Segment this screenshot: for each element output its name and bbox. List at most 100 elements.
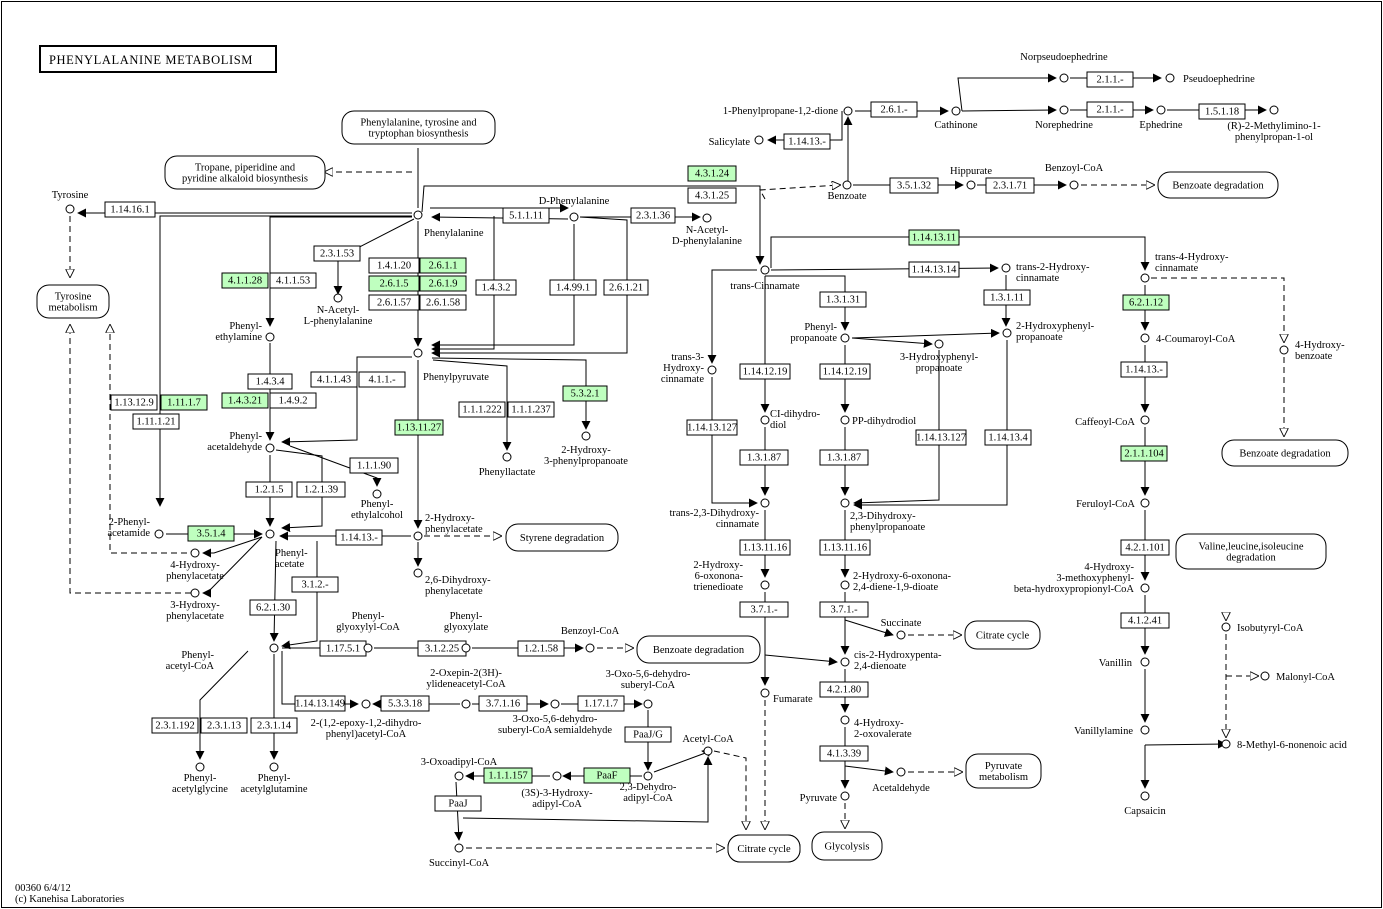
enzyme-box[interactable]: 1.2.1.39 xyxy=(296,481,346,498)
enzyme-box[interactable]: 1.14.13.127 xyxy=(686,419,738,436)
compound-node[interactable]: Malonyl-CoA xyxy=(1260,671,1335,683)
enzyme-box[interactable]: 4.2.1.80 xyxy=(819,681,869,698)
pathway-map-link[interactable]: Citrate cycle xyxy=(727,834,801,863)
compound-node[interactable]: 3-Hydroxyphenyl-propanoate xyxy=(900,339,979,374)
compound-node[interactable]: Succinate xyxy=(881,618,922,640)
enzyme-box[interactable]: 1.13.11.16 xyxy=(739,539,791,556)
compound-node[interactable]: Phenylpyruvate xyxy=(413,348,489,383)
enzyme-box[interactable]: 2.6.1.9 xyxy=(419,275,467,292)
enzyme-box[interactable]: 4.1.2.41 xyxy=(1120,612,1170,629)
enzyme-box[interactable]: 1.14.13.- xyxy=(1120,361,1168,378)
compound-node[interactable]: trans-2-Hydroxy-cinnamate xyxy=(1001,262,1090,284)
compound-node[interactable]: 4-Hydroxy-2-oxovalerate xyxy=(840,715,912,740)
compound-node[interactable]: (3S)-3-Hydroxy-adipyl-CoA xyxy=(521,771,593,810)
compound-node[interactable]: 4-Hydroxy-3-methoxyphenyl-beta-hydroxypr… xyxy=(1014,562,1150,595)
enzyme-box[interactable]: 1.14.13.4 xyxy=(984,429,1032,446)
compound-node[interactable]: 3-Oxoadipyl-CoA xyxy=(421,757,498,781)
enzyme-box[interactable]: 1.5.1.18 xyxy=(1198,103,1246,120)
enzyme-box[interactable]: 4.1.1.53 xyxy=(269,272,317,289)
enzyme-box[interactable]: 1.14.13.- xyxy=(783,133,831,150)
compound-node[interactable]: 4-Coumaroyl-CoA xyxy=(1140,333,1236,345)
enzyme-box[interactable]: 2.3.1.14 xyxy=(250,717,298,734)
compound-node[interactable]: Phenyl-acetyl-CoA xyxy=(166,643,279,672)
enzyme-box[interactable]: 1.13.11.27 xyxy=(394,419,444,436)
compound-node[interactable]: Caffeoyl-CoA xyxy=(1075,415,1150,428)
compound-node[interactable]: Phenyl-ethylalcohol xyxy=(351,489,403,521)
enzyme-box[interactable]: 1.3.1.87 xyxy=(819,449,869,466)
compound-nodes[interactable]: TyrosinePhenylalanineD-PhenylalanineN-Ac… xyxy=(52,52,1348,869)
compound-node[interactable]: Benzoate xyxy=(827,180,867,202)
enzyme-box[interactable]: 3.7.1.- xyxy=(819,601,869,618)
enzyme-box[interactable]: 3.5.1.32 xyxy=(889,177,939,194)
compound-node[interactable]: Hippurate xyxy=(950,166,992,190)
compound-node[interactable]: 2-Phenyl-acetamide xyxy=(107,517,164,539)
enzyme-box[interactable]: 1.11.1.7 xyxy=(160,394,208,411)
enzyme-box[interactable]: 2.1.1.104 xyxy=(1120,445,1168,462)
enzyme-box[interactable]: 1.13.11.16 xyxy=(819,539,871,556)
compound-node[interactable]: 2-Hydroxy-6-oxonona-2,4-diene-1,9-dioate xyxy=(840,571,951,593)
enzyme-box[interactable]: 1.1.1.237 xyxy=(507,401,555,418)
enzyme-box[interactable]: 2.3.1.71 xyxy=(985,177,1035,194)
enzyme-box[interactable]: 1.11.1.21 xyxy=(132,413,180,430)
compound-node[interactable]: Ephedrine xyxy=(1139,105,1183,131)
enzyme-box[interactable]: 1.4.1.20 xyxy=(368,257,420,274)
enzyme-box[interactable]: 1.1.1.222 xyxy=(458,401,506,418)
enzyme-box[interactable]: 3.5.1.4 xyxy=(187,525,235,542)
enzyme-box[interactable]: 1.13.12.9 xyxy=(110,394,158,411)
pathway-map-link[interactable]: Citrate cycle xyxy=(964,620,1041,650)
compound-node[interactable]: Acetaldehyde xyxy=(872,767,930,794)
enzyme-box[interactable]: 5.3.3.18 xyxy=(380,695,430,712)
enzyme-box[interactable]: 2.6.1.21 xyxy=(603,279,649,296)
compound-node[interactable]: Pyruvate xyxy=(800,791,850,804)
enzyme-box[interactable]: 1.4.3.21 xyxy=(221,392,269,409)
compound-node[interactable]: 2,6-Dihydroxy-phenylacetate xyxy=(413,568,491,597)
compound-node[interactable]: Succinyl-CoA xyxy=(429,843,489,869)
enzyme-box[interactable]: 4.1.1.28 xyxy=(221,272,269,289)
compound-node[interactable]: 3-Oxo-5,6-dehydro-suberyl-CoA semialdehy… xyxy=(498,699,612,736)
enzyme-box[interactable]: 4.1.1.- xyxy=(358,371,406,388)
enzyme-box[interactable]: 2.6.1.- xyxy=(870,101,918,118)
enzyme-box[interactable]: 1.3.1.11 xyxy=(983,289,1031,306)
enzyme-box[interactable]: 5.1.1.11 xyxy=(502,207,550,224)
compound-node[interactable]: Vanillylamine xyxy=(1074,725,1150,737)
compound-node[interactable]: 8-Methyl-6-nonenoic acid xyxy=(1221,739,1348,751)
compound-node[interactable]: Benzoyl-CoA xyxy=(561,626,620,653)
compound-node[interactable]: Cathinone xyxy=(934,106,978,131)
enzyme-box[interactable]: 1.14.12.19 xyxy=(739,363,791,380)
compound-node[interactable]: Phenyl-acetaldehyde xyxy=(207,431,275,453)
enzyme-box[interactable]: 1.14.12.19 xyxy=(819,363,871,380)
compound-node[interactable]: 3-Oxo-5,6-dehydro-suberyl-CoA xyxy=(606,669,691,709)
compound-node[interactable]: Benzoyl-CoA xyxy=(1045,163,1104,190)
enzyme-box[interactable]: 1.17.5.1 xyxy=(319,640,367,657)
compound-node[interactable]: Phenyl-glyoxylyl-CoA xyxy=(336,611,400,653)
compound-node[interactable]: Vanillin xyxy=(1099,657,1150,669)
enzyme-box[interactable]: 3.1.2.25 xyxy=(417,640,467,657)
pathway-map-link[interactable]: Benzoate degradation xyxy=(636,635,761,664)
enzyme-box[interactable]: 2.6.1.58 xyxy=(419,294,467,311)
compound-node[interactable]: Capsaicin xyxy=(1124,791,1166,817)
enzyme-box[interactable]: 1.4.3.2 xyxy=(475,279,517,296)
compound-node[interactable]: Feruloyl-CoA xyxy=(1076,498,1150,510)
compound-node[interactable]: 2-Oxepin-2(3H)-ylideneacetyl-CoA xyxy=(426,668,506,709)
enzyme-box[interactable]: 1.14.13.149 xyxy=(294,695,346,712)
compound-node[interactable]: cis-2-Hydroxypenta-2,4-dienoate xyxy=(840,650,942,672)
pathway-map-link[interactable]: Benzoate degradation xyxy=(1157,171,1279,199)
compound-node[interactable]: trans-Cinnamate xyxy=(730,265,800,292)
compound-node[interactable]: Isobutyryl-CoA xyxy=(1221,622,1304,634)
enzyme-box[interactable]: 4.1.3.39 xyxy=(819,745,869,762)
enzyme-box[interactable]: 1.14.16.1 xyxy=(104,201,156,218)
compound-node[interactable]: PP-dihydrodiol xyxy=(840,415,916,427)
compound-node[interactable]: Tyrosine xyxy=(52,190,89,214)
enzyme-box[interactable]: 4.1.1.43 xyxy=(310,371,358,388)
enzyme-box[interactable]: 4.3.1.24 xyxy=(687,165,737,182)
compound-node[interactable]: Acetyl-CoA xyxy=(682,734,734,756)
enzyme-box[interactable]: PaaF xyxy=(583,767,631,784)
compound-node[interactable]: 2-Hydroxyphenyl-propanoate xyxy=(1002,321,1095,343)
enzyme-box[interactable]: 4.2.1.101 xyxy=(1120,539,1170,556)
enzyme-box[interactable]: 3.7.1.- xyxy=(739,601,789,618)
